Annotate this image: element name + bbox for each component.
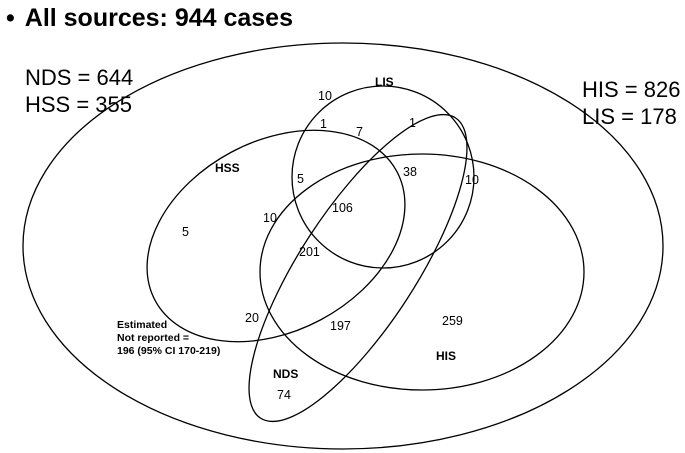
count-hss-only: 5 — [182, 225, 189, 239]
bullet-glyph: • — [6, 4, 15, 32]
count-hss-nds: 10 — [263, 211, 277, 225]
count-nds-his: 197 — [330, 319, 351, 333]
total-his: HIS = 826 — [582, 77, 681, 102]
heading-title: All sources: 944 cases — [24, 4, 293, 32]
count-hss-nds-his: 201 — [299, 245, 320, 259]
total-lis: LIS = 178 — [582, 104, 677, 129]
count-hss-lis: 1 — [320, 117, 327, 131]
not-reported-line-1: Estimated — [117, 319, 167, 331]
hss-ellipse — [146, 129, 406, 343]
count-hss-nds-low: 20 — [245, 311, 259, 325]
label-his: HIS — [436, 349, 456, 363]
count-his-only: 259 — [442, 314, 463, 328]
count-hss-nds-lis: 5 — [297, 172, 304, 186]
count-lis-his-right: 10 — [465, 173, 479, 187]
count-all-four: 106 — [332, 201, 353, 215]
not-reported-line-2: Not reported = — [117, 332, 189, 344]
count-lis-only: 10 — [318, 89, 332, 103]
nds-ellipse — [248, 113, 468, 423]
count-nds-only: 74 — [277, 388, 291, 402]
count-lis-his: 38 — [403, 165, 417, 179]
label-lis: LIS — [375, 75, 394, 89]
label-nds: NDS — [273, 367, 298, 381]
total-nds: NDS = 644 — [25, 65, 134, 90]
label-hss: HSS — [215, 161, 240, 175]
not-reported-line-3: 196 (95% CI 170-219) — [117, 345, 220, 357]
lis-circle — [291, 85, 475, 269]
outer-ellipse — [22, 42, 664, 450]
totals-right: HIS = 826 LIS = 178 — [582, 76, 680, 130]
slide-heading: • All sources: 944 cases — [6, 4, 293, 33]
his-ellipse — [259, 153, 585, 391]
count-hss-lis-top: 7 — [356, 125, 363, 139]
count-lis-his-top: 1 — [409, 116, 416, 130]
